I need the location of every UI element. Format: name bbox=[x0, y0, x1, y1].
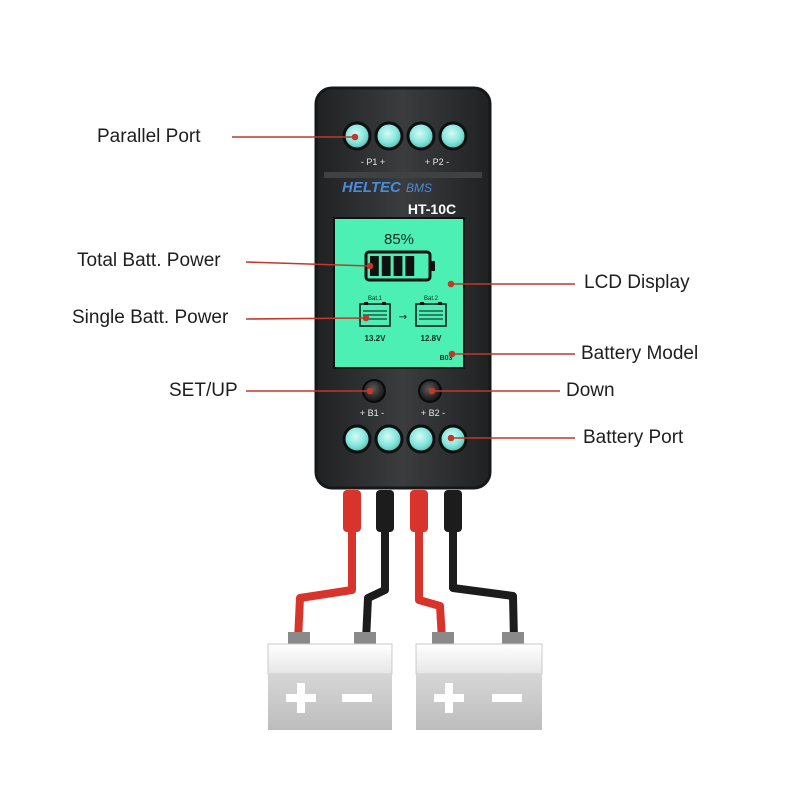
minus-icon bbox=[492, 694, 522, 702]
black-wire-right bbox=[449, 520, 518, 641]
battery-level-bars bbox=[370, 256, 415, 276]
battery-level-bar bbox=[381, 256, 391, 276]
leader-dot-parallel-port bbox=[351, 133, 359, 141]
batt1-icon bbox=[359, 302, 391, 327]
red-boot-right bbox=[410, 490, 428, 532]
black-boot-right bbox=[444, 490, 462, 532]
battery-left bbox=[267, 632, 393, 730]
brand-suffix: BMS bbox=[406, 181, 432, 195]
battery-level-bar bbox=[393, 256, 403, 276]
battery-left-terminal-pos bbox=[288, 632, 310, 646]
battery-level-bar bbox=[370, 256, 379, 276]
port-label-p1: - P1 + bbox=[361, 157, 385, 167]
red-boot-left bbox=[343, 490, 361, 532]
terminal-p2-plus bbox=[406, 121, 436, 151]
batt1-voltage: 13.2V bbox=[365, 334, 387, 343]
terminal-p2-minus bbox=[438, 121, 468, 151]
leader-dot-set-up bbox=[366, 387, 374, 395]
red-wire-right bbox=[415, 520, 446, 641]
callout-lcd-display: LCD Display bbox=[584, 272, 690, 293]
wires bbox=[294, 490, 518, 641]
minus-icon bbox=[342, 694, 372, 702]
terminal-b2-plus bbox=[406, 424, 436, 454]
red-wire-left bbox=[294, 520, 356, 641]
leader-dot-down bbox=[428, 387, 436, 395]
batt1-label: Bat.1 bbox=[368, 296, 383, 302]
terminal-b1-plus bbox=[342, 424, 372, 454]
battery-right-terminal-pos bbox=[432, 632, 454, 646]
callout-battery-model: Battery Model bbox=[581, 343, 699, 364]
leader-total-batt-power bbox=[245, 261, 371, 267]
callout-parallel-port: Parallel Port bbox=[97, 126, 201, 147]
callout-battery-port: Battery Port bbox=[583, 427, 684, 448]
batt2-voltage: 12.8V bbox=[421, 334, 443, 343]
leader-lines bbox=[232, 133, 575, 442]
plus-icon bbox=[434, 683, 464, 713]
model-name: HT-10C bbox=[408, 201, 456, 217]
heltec-logo: HELTEC BMS bbox=[342, 179, 432, 196]
battery-model-code: B03 bbox=[440, 355, 453, 362]
lcd-screen bbox=[333, 217, 465, 369]
terminal-p1-plus bbox=[374, 121, 404, 151]
batt-arrow-icon: → bbox=[399, 312, 407, 323]
callout-total-batt-power: Total Batt. Power bbox=[77, 250, 221, 271]
leader-dot-battery-port bbox=[447, 434, 455, 442]
port-label-b2: + B2 - bbox=[421, 408, 445, 418]
callout-down: Down bbox=[566, 380, 615, 401]
battery-level-bar bbox=[405, 256, 415, 276]
battery-port-terminals bbox=[342, 424, 468, 454]
leader-single-batt-power bbox=[245, 317, 367, 320]
battery-right bbox=[415, 632, 543, 730]
leader-dot-total-batt-power bbox=[366, 262, 374, 270]
leader-dot-lcd-display bbox=[447, 280, 455, 288]
terminal-b1-minus bbox=[374, 424, 404, 454]
port-label-p2: + P2 - bbox=[425, 157, 449, 167]
leader-dot-battery-model bbox=[448, 350, 456, 358]
parallel-port-terminals bbox=[342, 121, 468, 151]
battery-left-terminal-neg bbox=[354, 632, 376, 646]
batt2-label: Bat.2 bbox=[424, 296, 439, 302]
callout-single-batt-power: Single Batt. Power bbox=[72, 307, 229, 328]
leader-dot-single-batt-power bbox=[362, 314, 370, 322]
brand-name: HELTEC bbox=[342, 179, 402, 196]
battery-right-terminal-neg bbox=[502, 632, 524, 646]
port-label-b1: + B1 - bbox=[360, 408, 384, 418]
black-boot-left bbox=[376, 490, 394, 532]
lcd-percent: 85% bbox=[384, 231, 414, 248]
plus-icon bbox=[286, 683, 316, 713]
batt2-icon bbox=[415, 302, 447, 327]
lcd-panel: 85% Bat.1 Bat.2 → 13.2V 12.8V bbox=[333, 217, 465, 369]
black-wire-left bbox=[362, 520, 389, 641]
callout-set-up: SET/UP bbox=[169, 380, 238, 401]
